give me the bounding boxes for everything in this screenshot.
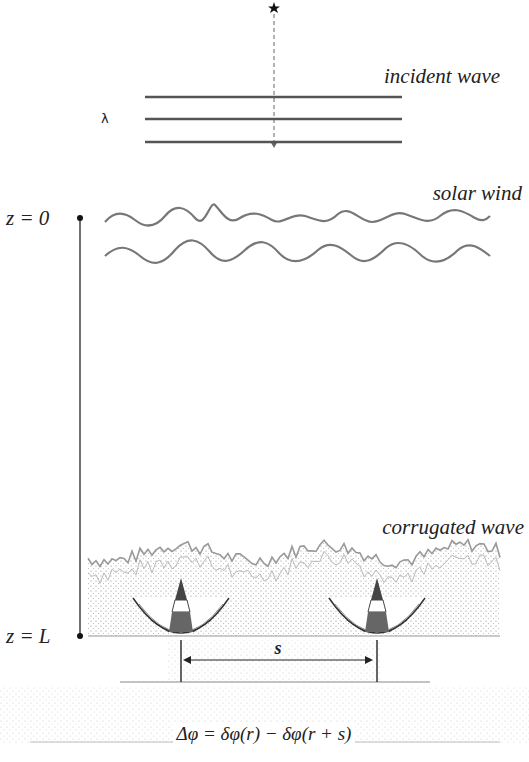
ground-band <box>0 686 529 744</box>
feed-cone <box>172 600 190 612</box>
feed-strut <box>347 620 365 632</box>
feed-cone <box>169 612 193 632</box>
dish <box>133 598 229 633</box>
wave-label: corrugated wave <box>382 517 524 538</box>
corrugated-region <box>88 540 500 636</box>
wave-label: incident wave <box>384 66 500 87</box>
wavelength-symbol: λ <box>101 112 109 125</box>
phase-formula: Δφ = δφ(r) − δφ(r + s) <box>173 723 356 744</box>
dish-mount <box>180 640 182 682</box>
z-dot <box>77 215 83 221</box>
feed-cone <box>175 578 187 600</box>
ground <box>168 640 380 682</box>
z-dot <box>77 633 83 639</box>
solar-wind-wave <box>105 204 490 225</box>
z-label: z = 0 <box>6 208 49 229</box>
baseline-label: s <box>275 639 282 657</box>
dish <box>329 598 425 633</box>
z-axis <box>79 218 80 636</box>
star <box>268 2 280 13</box>
baseline-arrow <box>185 660 371 661</box>
feed-cone <box>371 578 383 600</box>
z-label: z = L <box>6 626 51 647</box>
ray <box>274 14 275 146</box>
arrow-head <box>365 656 373 664</box>
feed-strut <box>389 620 407 632</box>
ground-line <box>120 681 430 682</box>
wavefronts <box>145 97 402 142</box>
dish-mount <box>376 640 378 682</box>
feed-strut <box>151 620 169 632</box>
solar-wind-wave <box>105 240 490 262</box>
corrugated-wave <box>88 551 500 583</box>
feed-cone <box>368 600 386 612</box>
feed-cone <box>365 612 389 632</box>
ground-line <box>88 636 500 637</box>
arrow-head <box>183 656 191 664</box>
region-label: solar wind <box>433 183 522 204</box>
feed-strut <box>193 620 211 632</box>
